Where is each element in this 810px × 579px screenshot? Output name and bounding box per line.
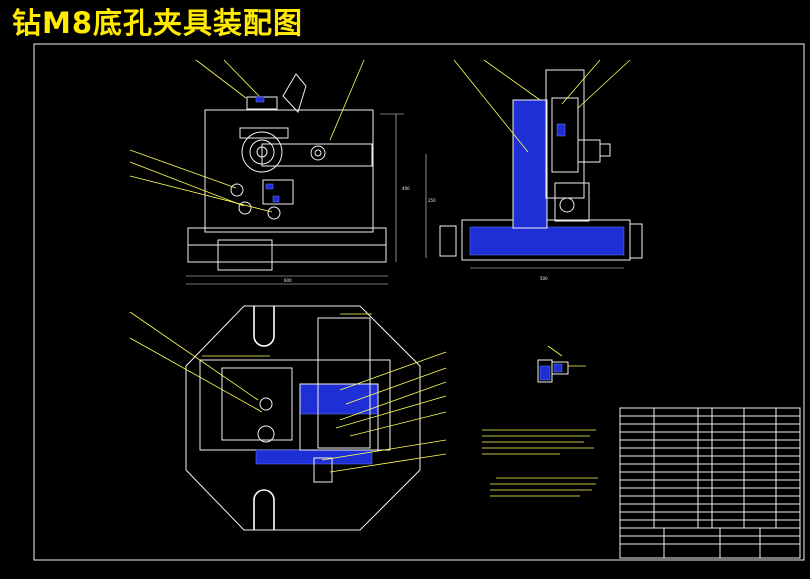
svg-text:600: 600 (284, 278, 292, 283)
svg-text:500: 500 (540, 276, 548, 281)
technical-notes (482, 429, 598, 497)
drawing-title: 钻M8底孔夹具装配图 (12, 6, 304, 40)
svg-text:400: 400 (402, 186, 410, 191)
side-view: 500 250 (425, 59, 643, 281)
plan-view (129, 305, 447, 531)
svg-text:250: 250 (428, 198, 436, 203)
parts-list (619, 407, 801, 559)
sheet-frame (33, 43, 805, 561)
detail-view (537, 345, 586, 383)
front-view: 600 400 (129, 59, 410, 285)
